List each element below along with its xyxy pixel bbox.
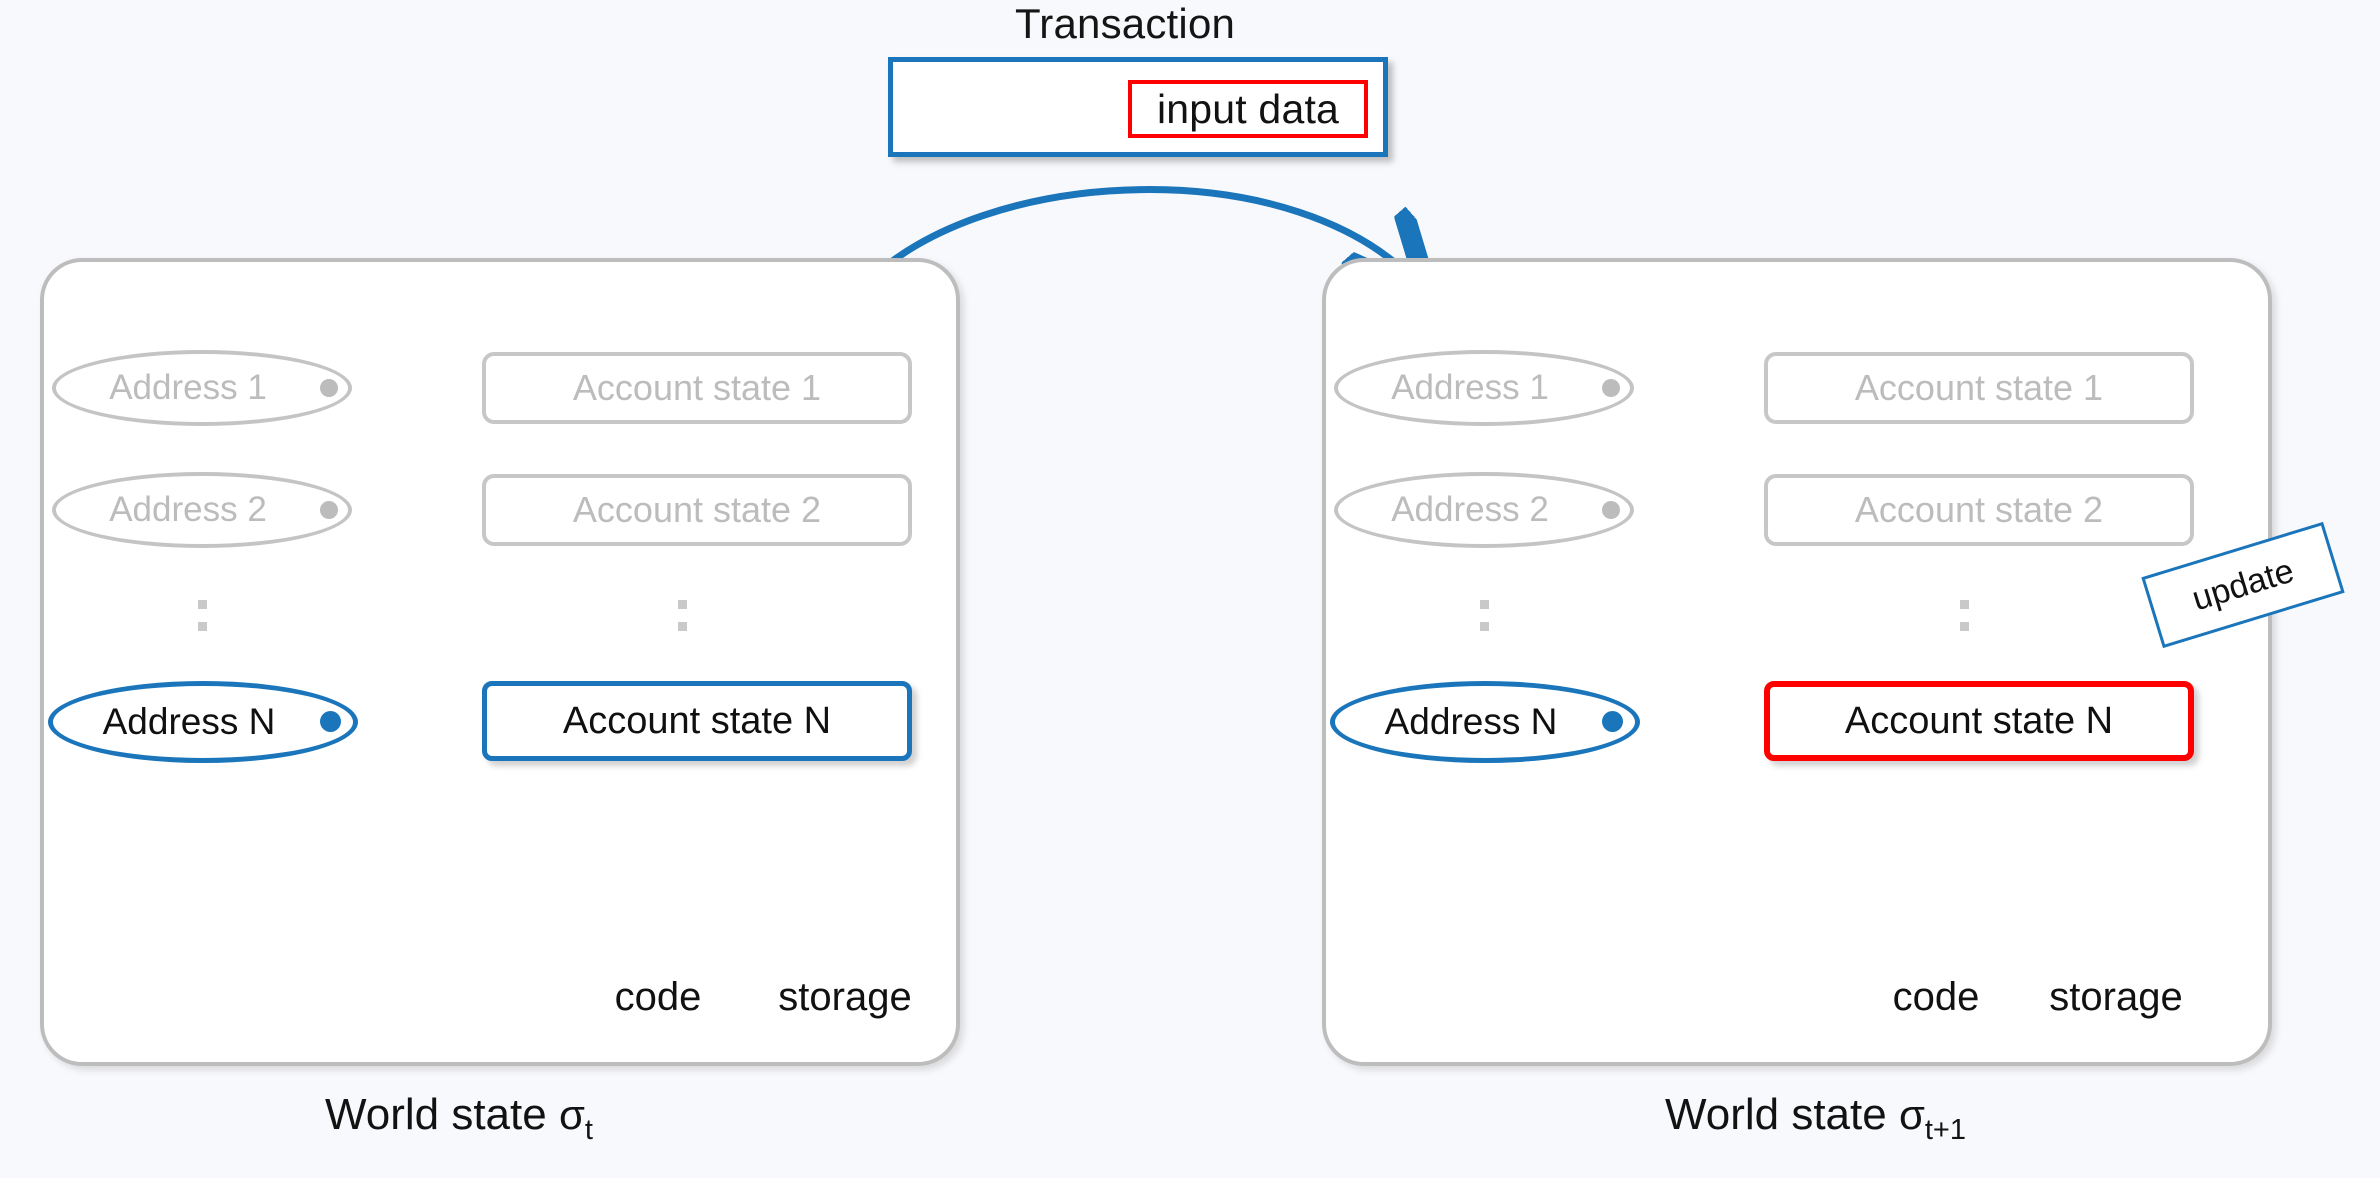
account-state-box-1[interactable]: Account state 1 (482, 352, 912, 424)
sigma-symbol: σ (1898, 1091, 1925, 1138)
input-data-field[interactable]: input data (1128, 80, 1368, 138)
address-anchor-dot (1602, 501, 1620, 519)
world-state-caption-left: World state σt (325, 1090, 593, 1147)
sigma-subscript: t+1 (1924, 1113, 1966, 1146)
storage-label: storage (2049, 975, 2183, 1019)
address-ellipse-n[interactable]: Address N (1330, 681, 1640, 763)
address-ellipse-n[interactable]: Address N (48, 681, 358, 763)
world-state-caption-right: World state σt+1 (1665, 1090, 1966, 1147)
address-anchor-dot (320, 379, 338, 397)
address-anchor-dot (1602, 379, 1620, 397)
code-label: code (1892, 975, 1980, 1019)
address-label: Address 2 (109, 490, 267, 529)
address-label: Address N (1384, 701, 1558, 742)
world-state-prefix: World state (1665, 1090, 1887, 1139)
address-anchor-dot (320, 711, 341, 732)
account-state-box-1[interactable]: Account state 1 (1764, 352, 2194, 424)
transaction-title: Transaction (1015, 0, 1236, 47)
address-label: Address 1 (109, 368, 267, 407)
address-ellipse-1[interactable]: Address 1 (1334, 350, 1634, 426)
address-label: Address N (102, 701, 276, 742)
sigma-subscript: t (584, 1113, 593, 1146)
address-ellipse-2[interactable]: Address 2 (1334, 472, 1634, 548)
address-anchor-dot (1602, 711, 1623, 732)
account-state-box-n[interactable]: Account state N (1764, 681, 2194, 761)
account-state-box-2[interactable]: Account state 2 (482, 474, 912, 546)
address-anchor-dot (320, 501, 338, 519)
account-state-box-n[interactable]: Account state N (482, 681, 912, 761)
code-label: code (614, 975, 702, 1019)
account-state-box-2[interactable]: Account state 2 (1764, 474, 2194, 546)
address-label: Address 1 (1391, 368, 1549, 407)
address-ellipse-2[interactable]: Address 2 (52, 472, 352, 548)
storage-label: storage (778, 975, 912, 1019)
world-state-prefix: World state (325, 1090, 547, 1139)
curved-transition-arrow (861, 186, 1420, 287)
address-ellipse-1[interactable]: Address 1 (52, 350, 352, 426)
sigma-symbol: σ (558, 1091, 585, 1138)
address-label: Address 2 (1391, 490, 1549, 529)
